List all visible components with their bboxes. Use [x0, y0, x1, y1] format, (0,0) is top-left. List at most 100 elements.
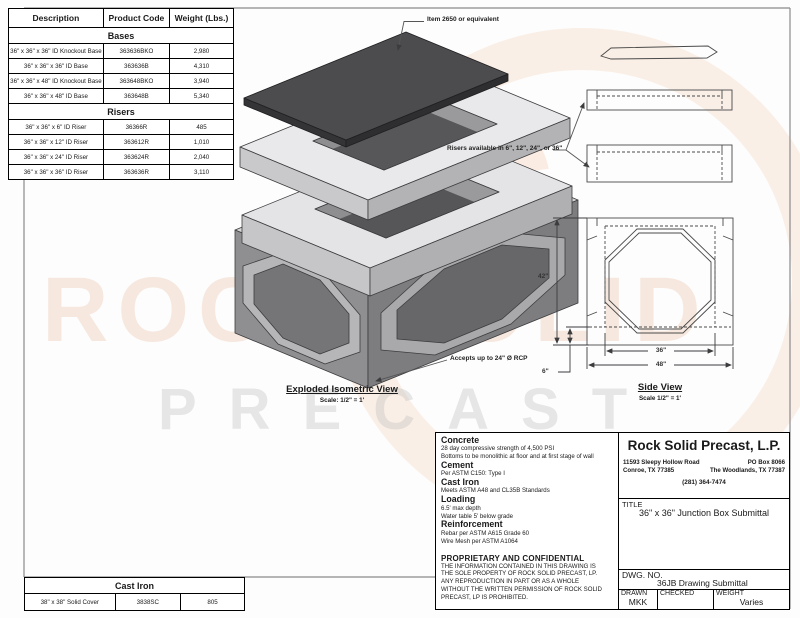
address-line: Conroe, TX 77385: [623, 467, 675, 475]
table-cell: 36" x 36" x 36" ID Base: [8, 58, 104, 74]
section-title: Bases: [8, 27, 234, 44]
side-views: [553, 45, 734, 373]
checked-cell: CHECKED: [657, 589, 713, 609]
table-cell: 363648B: [102, 88, 171, 104]
company-name: Rock Solid Precast, L.P.: [627, 438, 781, 453]
col-weight: Weight (Lbs.): [169, 8, 234, 28]
side-view-box: [586, 217, 734, 346]
table-cell: 1,010: [169, 134, 234, 150]
col-description: Description: [8, 8, 104, 28]
table-cell: 36" x 36" x 48" ID Base: [8, 88, 104, 104]
section-title: Risers: [8, 103, 234, 120]
table-cell: 5,340: [169, 88, 234, 104]
note-heading: Cast Iron: [441, 477, 480, 488]
company-address-street: 11593 Sleepy Hollow Road Conroe, TX 7738…: [623, 459, 700, 475]
table-cell: 363636R: [102, 164, 171, 180]
parts-table-header-row: Description Product Code Weight (Lbs.): [8, 8, 234, 28]
exploded-view: [234, 31, 579, 389]
table-cell: 3,940: [169, 73, 234, 89]
drawn-cell: DRAWN MKK: [619, 589, 657, 609]
exploded-view-scale: Scale: 1/2" = 1': [319, 397, 365, 404]
dwg-number-value: 36JB Drawing Submittal: [657, 578, 748, 588]
note-heading: Concrete: [441, 435, 480, 445]
address-line: The Woodlands, TX 77387: [709, 467, 785, 475]
table-cell: 2,980: [169, 43, 234, 59]
table-cell: 36" x 36" x 6" ID Riser: [8, 119, 104, 135]
side-view-scale: Scale 1/2" = 1': [638, 395, 682, 402]
note-line: 6.5' max depth: [441, 504, 481, 512]
title-label: TITLE: [622, 500, 643, 509]
leader-cover: [396, 21, 424, 51]
cast-iron-section-title: Cast Iron: [24, 577, 245, 594]
section-row: Risers: [8, 103, 234, 120]
drawing-title: 36" x 36" Junction Box Submittal: [639, 508, 769, 519]
exploded-cover-plate: [243, 31, 509, 148]
section-row: Bases: [8, 27, 234, 44]
dim-inner-width: 36": [648, 347, 674, 355]
table-cell: 363648BKO: [102, 73, 171, 89]
table-row: 38" x 38" Solid Cover 3838SC 805: [24, 593, 245, 611]
watermark-precast: PRECAST: [158, 377, 660, 442]
note-line: Rebar per ASTM A615 Grade 60: [441, 529, 530, 537]
annotation-cover-item: Item 2650 or equivalent: [427, 16, 499, 23]
note-line: 28 day compressive strength of 4,500 PSI: [441, 445, 555, 453]
dim-outer-width: 48": [648, 361, 674, 369]
table-cell: 36" x 36" x 36" ID Knockout Base: [8, 43, 104, 59]
table-cell: 805: [180, 593, 245, 611]
title-block: Rock Solid Precast, L.P. 11593 Sleepy Ho…: [618, 432, 790, 610]
side-view-riser-short: [586, 89, 733, 111]
side-view-octagon: [604, 228, 716, 334]
cast-iron-header-row: Cast Iron: [24, 577, 245, 594]
side-view-cover: [600, 45, 718, 60]
table-cell: 363636B: [102, 58, 171, 74]
annotation-rcp: Accepts up to 24" Ø RCP: [450, 355, 528, 362]
company-phone: (281) 364-7474: [682, 479, 726, 487]
signature-row: DRAWN MKK CHECKED WEIGHT Varies: [619, 589, 789, 609]
leader-riser-short: [565, 102, 585, 151]
note-line: Bottoms to be monolithic at floor and at…: [441, 453, 594, 461]
col-product-code: Product Code: [102, 8, 171, 28]
checked-label: CHECKED: [660, 590, 695, 597]
leader-lines: [375, 21, 590, 383]
table-cell: 36366R: [102, 119, 171, 135]
company-address-po: PO Box 8066 The Woodlands, TX 77387: [710, 459, 785, 475]
parts-table: Description Product Code Weight (Lbs.) B…: [8, 8, 234, 180]
note-heading: Cement: [441, 460, 474, 471]
note-line: Water table 5' below grade: [441, 512, 514, 520]
dwg-number-row: DWG. NO. 36JB Drawing Submittal: [619, 569, 789, 589]
checked-value: [658, 597, 713, 609]
table-cell: 363612R: [102, 134, 171, 150]
address-line: PO Box 8066: [747, 459, 785, 466]
table-cell: 36" x 36" x 48" ID Knockout Base: [8, 73, 104, 89]
table-cell: 3838SC: [114, 593, 182, 611]
weight-cell: WEIGHT Varies: [713, 589, 789, 609]
table-cell: 2,040: [169, 149, 234, 165]
dim-floor: 6": [542, 368, 549, 375]
table-cell: 36" x 36" x 24" ID Riser: [8, 149, 104, 165]
dimension-lines: [553, 217, 734, 373]
table-cell: 36" x 36" x 36" ID Riser: [8, 164, 104, 180]
note-line: Wire Mesh per ASTM A1064: [441, 537, 518, 545]
note-line: Meets ASTM A48 and CL35B Standards: [441, 487, 550, 495]
table-cell: 4,310: [169, 58, 234, 74]
weight-label: WEIGHT: [716, 590, 744, 597]
table-cell: 363636BKO: [102, 43, 171, 59]
note-heading: Loading: [441, 494, 476, 505]
annotation-risers-available: Risers available in 6", 12", 24", or 36": [447, 145, 563, 152]
table-cell: 36" x 36" x 12" ID Riser: [8, 134, 104, 150]
table-cell: 485: [169, 119, 234, 135]
address-line: 11593 Sleepy Hollow Road: [623, 459, 700, 466]
drawn-value: MKK: [628, 597, 648, 607]
proprietary-body: THE INFORMATION CONTAINED IN THIS DRAWIN…: [441, 562, 602, 602]
note-heading: Reinforcement: [441, 519, 503, 530]
side-view-riser-tall: [586, 144, 733, 183]
